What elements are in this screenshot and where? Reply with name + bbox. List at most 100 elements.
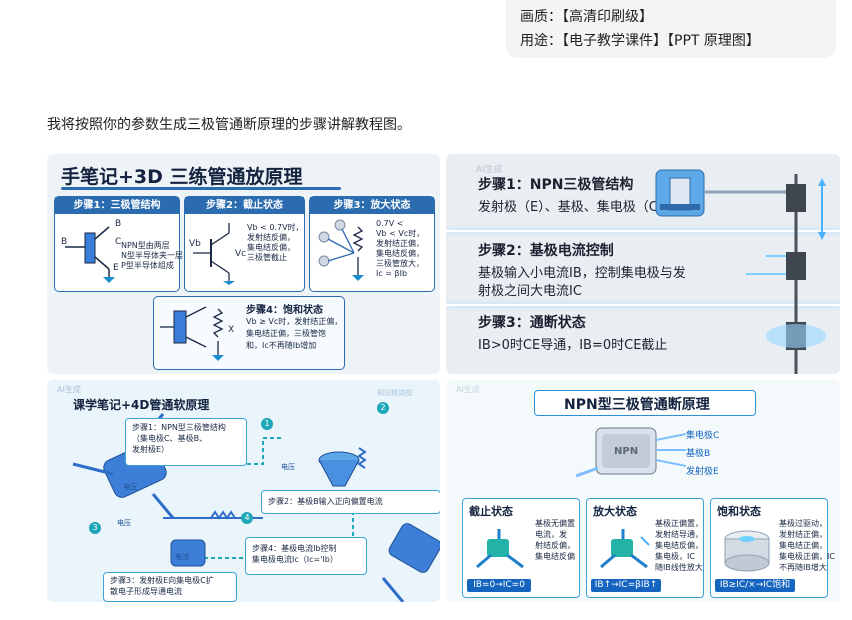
saturation-text-3: 集电极正偏，IC xyxy=(779,552,835,561)
usage-line: 用途：【电子教学课件】【PPT 原理图】 xyxy=(520,30,760,50)
img2-step2-text-1: 基极输入小电流IB，控制集电极与发 xyxy=(478,266,686,281)
saturation-panel: 饱和状态 基极过驱动， 发射结正偏， 集电结正偏， 集电极正偏，IC 不再随IB… xyxy=(710,498,835,598)
generated-image-4[interactable]: AI生成 NPN型三极管通断原理 NPN 集电极C 基极B 发射极E 截止状态 … xyxy=(446,380,840,602)
step3-text-3: 集电结反偏， xyxy=(376,249,424,258)
cutoff-text-1: 电流，发 xyxy=(535,530,567,539)
saturation-cylinder-icon xyxy=(724,530,770,572)
cutoff-title: 截止状态 xyxy=(469,505,513,518)
vb-label: Vb xyxy=(189,239,201,249)
generated-image-2[interactable]: AI生成 步骤1：NPN三极管结构 发射极（E）、基极、集电极（C） 步骤2：基… xyxy=(446,154,840,374)
amplify-formula: IB↑→IC=βIB↑ xyxy=(591,579,661,592)
amplify-text-1: 发射结导通， xyxy=(655,530,703,539)
step2-text-0: Vb < 0.7V时， xyxy=(247,223,304,232)
pin-b-label: B xyxy=(115,219,122,229)
step3-text-4: 三极管放大， xyxy=(376,259,424,268)
image2-watermark: AI生成 xyxy=(476,165,503,175)
img2-step3-text: IB>0时CE导通，IB=0时CE截止 xyxy=(478,338,668,353)
pin-c-label: C xyxy=(115,237,122,247)
img3-step2-panel: 步骤2：基极B输入正向偏置电流 xyxy=(261,490,440,514)
step3-text-1: Vb < Vc时， xyxy=(376,229,425,238)
step3-text-2: 发射结正偏， xyxy=(376,239,424,248)
img2-step2-title: 步骤2：基极电流控制 xyxy=(478,243,614,259)
step1-text-2: P型半导体组成 xyxy=(121,261,174,270)
step2-text-2: 集电结反偏， xyxy=(247,243,295,252)
image4-title-frame xyxy=(534,390,756,416)
step2-text-3: 三极管截止 xyxy=(247,253,287,262)
amplify-panel: 放大状态 基极正偏置， 发射结导通， 集电结反偏， 集电极，IC 随IB线性放大… xyxy=(586,498,704,598)
glow-divider-1 xyxy=(446,230,840,232)
cutoff-text-2: 射结反偏， xyxy=(535,541,575,550)
voltage-label-2: 电压 xyxy=(117,519,131,527)
generated-image-1[interactable]: 手笔记+3D 三练管通放原理 步骤1：三极管结构 B B C E NPN型由两层… xyxy=(47,154,440,374)
img3-step1-text-0: 步骤1：NPN型三极管结构 xyxy=(132,423,226,432)
step4-title: 步骤4：饱和状态 xyxy=(246,305,323,316)
amplify-text-3: 集电极，IC xyxy=(655,552,695,561)
img3-step1-panel: 步骤1：NPN型三极管结构 （集电极C、基极B、 发射极E） xyxy=(125,418,247,466)
image3-corner-label: 知识精讲图 xyxy=(377,389,412,397)
step4-text-1: 集电结正偏，三极管饱 xyxy=(246,329,326,338)
saturation-text-0: 基极过驱动， xyxy=(779,519,827,528)
step1-text-0: NPN型由两层 xyxy=(121,241,170,250)
transistor-3d-illustration xyxy=(655,169,826,374)
img3-step1-text-2: 发射极E） xyxy=(132,445,170,454)
img3-step4-text-0: 步骤4：基极电流Ib控制 xyxy=(252,544,337,553)
image4-title: NPN型三极管通断原理 xyxy=(564,397,710,413)
voltage-label-3: 电压 xyxy=(123,483,137,491)
saturation-text-1: 发射结正偏， xyxy=(779,530,827,539)
img2-step3-title: 步骤3：通断状态 xyxy=(478,315,586,331)
img3-step4-text-1: 集电极电流Ic（Ic='Ib） xyxy=(252,555,338,564)
saturation-formula: IB≥IC/×→IC饱和 xyxy=(715,579,795,592)
step2-title: 步骤2：截止状态 xyxy=(185,197,304,214)
image-grid: 手笔记+3D 三练管通放原理 步骤1：三极管结构 B B C E NPN型由两层… xyxy=(47,154,840,602)
step1-panel: 步骤1：三极管结构 B B C E NPN型由两层 N型半导体夹一层 P型半导体… xyxy=(54,196,183,292)
img3-step1-text-1: （集电极C、基极B、 xyxy=(132,434,208,443)
saturation-circuit-icon xyxy=(160,306,224,361)
amplify-title: 放大状态 xyxy=(593,505,637,518)
quality-label: 画质： xyxy=(520,9,562,25)
step3-text-5: Ic = βIb xyxy=(376,269,408,278)
saturation-text-4: 不再随IB增大 xyxy=(779,563,827,572)
img2-step1-title: 步骤1：NPN三极管结构 xyxy=(478,177,634,193)
pin-e-label: E xyxy=(113,263,119,273)
chip-label: NPN xyxy=(614,446,639,457)
amplify-text-0: 基极正偏置， xyxy=(655,519,703,528)
message-bubble: 画质：【高清印刷级】 用途：【电子教学课件】【PPT 原理图】 xyxy=(506,0,836,58)
step4-text-0: Vb ≥ Vc时，发射结正偏， xyxy=(246,317,343,326)
step3-panel: 步骤3：放大状态 0.7V < Vb < Vc时， 发射结正偏， 集电结反偏， … xyxy=(309,196,435,292)
amplify-text-2: 集电结反偏， xyxy=(655,541,703,550)
collector-label: 集电极C xyxy=(686,431,720,441)
step3-text-0: 0.7V < xyxy=(376,219,404,228)
transistor-symbol-icon xyxy=(65,226,115,283)
image4-watermark: AI生成 xyxy=(456,385,480,394)
amplify-text-4: 随IB线性放大 xyxy=(655,563,703,572)
cutoff-text-0: 基极无偏置 xyxy=(535,519,575,528)
x-label: X xyxy=(228,325,235,335)
amplifier-circuit-icon xyxy=(318,219,364,281)
cutoff-panel: 截止状态 基极无偏置 电流，发 射结反偏， 集电结反偏 IB=0→IC=0 xyxy=(462,498,580,598)
pin-b2-label: B xyxy=(61,237,68,247)
cutoff-transistor-icon xyxy=(476,529,524,569)
glow-divider-2 xyxy=(446,304,840,306)
step-number-1: 1 xyxy=(261,418,273,430)
step1-text-1: N型半导体夹一层 xyxy=(121,251,183,260)
img3-step3-panel: 步骤3：发射极E向集电极C扩 散电子形成导通电流 xyxy=(103,572,237,602)
quality-value: 【高清印刷级】 xyxy=(562,9,653,25)
assistant-intro-text: 我将按照你的参数生成三极管通断原理的步骤讲解教程图。 xyxy=(47,117,411,133)
img3-step3-text-1: 散电子形成导通电流 xyxy=(110,587,182,596)
img3-step3-text-0: 步骤3：发射极E向集电极C扩 xyxy=(110,576,214,585)
step4-panel: 步骤4：饱和状态 X Vb ≥ Vc时，发射结正偏， 集电结正偏，三极管饱 和，… xyxy=(153,296,345,370)
generated-image-3[interactable]: AI生成 课学笔记+4D管通软原理 知识精讲图 步骤1：NPN型三极管结构 （集… xyxy=(47,380,440,602)
step-number-3: 3 xyxy=(89,522,101,534)
image3-title: 课学笔记+4D管通软原理 xyxy=(73,398,210,412)
usage-label: 用途： xyxy=(520,33,562,49)
step1-title: 步骤1：三极管结构 xyxy=(55,197,179,214)
vc-label: Vc xyxy=(235,249,247,259)
image3-watermark: AI生成 xyxy=(57,385,81,394)
title-underline xyxy=(61,187,341,190)
voltage-label-1: 电压 xyxy=(281,463,295,471)
emitter-label: 发射极E xyxy=(686,467,719,477)
saturation-text-2: 集电结正偏， xyxy=(779,541,827,550)
img3-step2-text: 步骤2：基极B输入正向偏置电流 xyxy=(268,497,383,506)
current-label: 电流 xyxy=(175,553,189,561)
step3-title: 步骤3：放大状态 xyxy=(310,197,434,214)
